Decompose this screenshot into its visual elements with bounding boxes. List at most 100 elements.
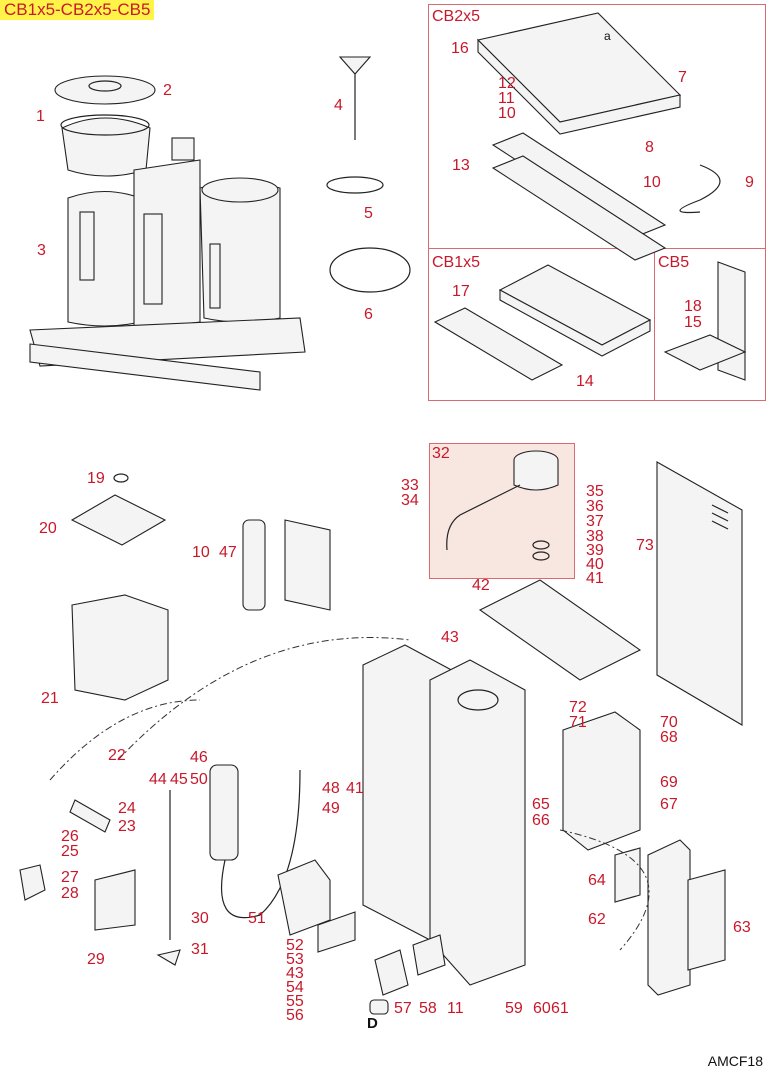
callout-4: 4 [334, 97, 343, 114]
callout-40: 40 [586, 556, 604, 573]
callout-10a: 10 [498, 105, 516, 122]
callout-56: 56 [286, 1007, 304, 1024]
callout-15: 15 [684, 314, 702, 331]
callout-13: 13 [452, 157, 470, 174]
callout-62: 62 [588, 911, 606, 928]
callout-35: 35 [586, 483, 604, 500]
callout-48: 48 [322, 780, 340, 797]
cb2x5-base-illustration [476, 12, 721, 261]
callout-71: 71 [569, 714, 587, 731]
callout-65: 65 [532, 796, 550, 813]
callout-70: 70 [660, 714, 678, 731]
callout-69: 69 [660, 774, 678, 791]
side-door-illustration [656, 461, 743, 726]
callout-52: 52 [286, 937, 304, 954]
callout-44: 44 [149, 771, 167, 788]
callout-20: 20 [39, 520, 57, 537]
callout-8: 8 [645, 139, 654, 156]
callout-42: 42 [472, 577, 490, 594]
callout-3: 3 [37, 242, 46, 259]
panel-cb5 [654, 248, 766, 401]
cb1x5-base-illustration [433, 264, 652, 381]
callout-23: 23 [118, 818, 136, 835]
callout-58: 58 [419, 1000, 437, 1017]
callout-28: 28 [61, 885, 79, 902]
callout-6: 6 [364, 306, 373, 323]
callout-41a: 41 [586, 570, 604, 587]
callout-57: 57 [394, 1000, 412, 1017]
callout-60: 60 [533, 1000, 551, 1017]
callout-26: 26 [61, 828, 79, 845]
callout-41b: 41 [346, 780, 364, 797]
callout-38: 38 [586, 528, 604, 545]
cb5-base-illustration [663, 261, 747, 381]
callout-34: 34 [401, 492, 419, 509]
funnel-illustration [338, 56, 372, 140]
callout-2: 2 [163, 82, 172, 99]
callout-50: 50 [190, 771, 208, 788]
cable-path-dashes [559, 829, 650, 951]
valves-and-tubes-illustration [19, 790, 181, 966]
callout-64: 64 [588, 872, 606, 889]
callout-72: 72 [569, 699, 587, 716]
control-panel-illustration [614, 839, 726, 996]
heater-with-bracket-illustration [242, 519, 331, 611]
callout-30: 30 [191, 910, 209, 927]
callout-25: 25 [61, 843, 79, 860]
cord-marker-a: a [604, 29, 611, 43]
callout-37: 37 [586, 513, 604, 530]
main-frame-illustration [362, 644, 526, 986]
callout-46: 46 [190, 749, 208, 766]
callout-66: 66 [532, 812, 550, 829]
power-cord-illustration [326, 176, 384, 194]
callout-51: 51 [248, 910, 266, 927]
callout-19: 19 [87, 470, 105, 487]
tube-path-dashes [117, 637, 411, 761]
callout-31: 31 [191, 941, 209, 958]
callout-49: 49 [322, 800, 340, 817]
panel-label-cb5: CB5 [658, 254, 690, 271]
brewer-assembly-illustration [29, 75, 306, 391]
callout-21: 21 [41, 690, 59, 707]
boiler-illustration [209, 764, 301, 919]
callout-17: 17 [452, 283, 470, 300]
callout-63: 63 [733, 919, 751, 936]
callout-7: 7 [678, 69, 687, 86]
callout-10b: 10 [643, 174, 661, 191]
callout-36: 36 [586, 498, 604, 515]
callout-33: 33 [401, 477, 419, 494]
callout-9: 9 [745, 174, 754, 191]
panel-label-cb1x5: CB1x5 [432, 254, 481, 271]
switches-and-fittings-illustration [277, 859, 446, 1015]
callout-16: 16 [451, 40, 469, 57]
top-cover-plate-illustration [478, 579, 642, 681]
callout-27: 27 [61, 869, 79, 886]
callout-43a: 43 [441, 629, 459, 646]
callout-53: 53 [286, 951, 304, 968]
callout-67: 67 [660, 796, 678, 813]
document-title-badge: CB1x5-CB2x5-CB5 [0, 0, 155, 20]
callout-22: 22 [108, 747, 126, 764]
callout-45: 45 [170, 771, 188, 788]
tank-lid-illustration [70, 473, 167, 546]
tube-path-dashes-2 [49, 699, 201, 781]
control-board-illustration [562, 711, 641, 851]
callout-61: 61 [551, 1000, 569, 1017]
spout-illustration [446, 450, 559, 561]
callout-73: 73 [636, 537, 654, 554]
callout-24: 24 [118, 800, 136, 817]
callout-54: 54 [286, 979, 304, 996]
callout-29: 29 [87, 951, 105, 968]
drain-label: D [367, 1015, 378, 1032]
callout-12: 12 [498, 75, 516, 92]
drawing-code: AMCF18 [707, 1053, 763, 1069]
callout-55: 55 [286, 993, 304, 1010]
panel-label-32: 32 [432, 445, 450, 462]
panel-label-cb2x5: CB2x5 [432, 8, 481, 25]
callout-1: 1 [36, 108, 45, 125]
callout-68: 68 [660, 729, 678, 746]
callout-10c: 10 [192, 544, 210, 561]
callout-39: 39 [586, 542, 604, 559]
callout-18: 18 [684, 298, 702, 315]
